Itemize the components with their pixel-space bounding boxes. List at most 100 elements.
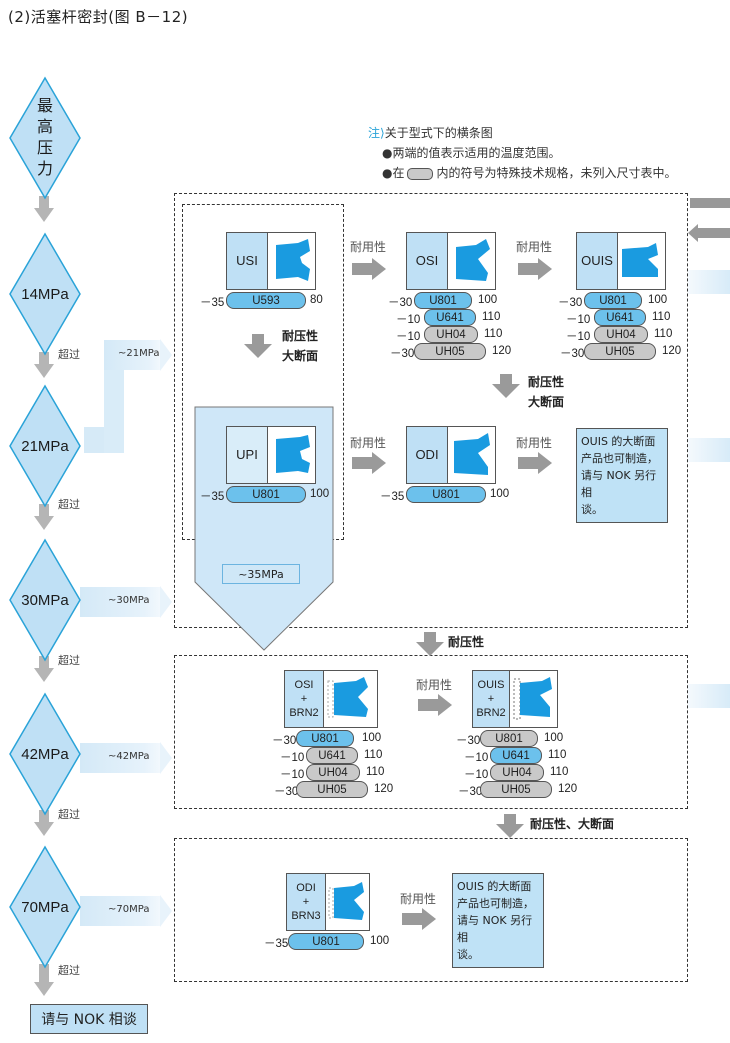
material-bar: U641 [594,309,646,326]
caption-line: 耐压性 [528,375,565,389]
temp-min: －10 [280,752,305,764]
diamond-max-pressure: 最高压力 [8,76,82,200]
temp-max: 110 [366,766,385,778]
right-arrow-icon [402,908,436,930]
diamond-label: 最高压力 [36,98,53,178]
caption-pressure: 耐压性 [448,635,485,649]
consult-nok-box: 请与 NOK 相谈 [30,1004,148,1034]
seal-name-line: BRN2 [476,707,506,719]
seal-name-line: + [302,896,310,908]
down-arrow-icon [244,334,272,358]
temp-max: 120 [662,345,682,357]
diamond-label: 14MPa [21,285,69,303]
temp-min: －30 [272,735,297,747]
seal-ouis-brn2: OUIS+BRN2 [472,670,558,728]
seal-osi-brn2: OSI + BRN2 [284,670,378,728]
caption-durability: 耐用性 [516,240,553,254]
temp-max: 80 [310,294,323,306]
material-bar-special: UH04 [490,764,544,781]
diamond-label: 70MPa [21,898,69,916]
caption-line: 大断面 [528,395,565,409]
note-text-line: OUIS 的大断面 [581,435,656,448]
over-label: 超过 [58,654,80,667]
temp-max: 100 [362,732,382,744]
temp-min: －10 [396,314,421,326]
temp-min: －10 [566,314,591,326]
diamond-label: 30MPa [21,591,69,609]
temp-min: －35 [200,491,225,503]
page-title: (2)活塞杆密封(图 B－12) [8,8,189,26]
temp-max: 100 [310,488,330,500]
temp-max: 110 [652,311,671,323]
temp-max: 110 [484,328,503,340]
temp-min: －10 [396,331,421,343]
material-bar-special: U801 [480,730,538,747]
seal-name: OSI + BRN2 [285,671,324,727]
seal-name: USI [227,233,268,289]
range-label-70: ~70MPa [108,904,150,915]
note-text-line: 请与 NOK 另行相 [457,914,533,944]
material-bar-special: UH04 [424,326,478,343]
seal-name-line: OUIS [477,679,505,691]
temp-max: 120 [374,783,394,795]
temp-min: －30 [456,735,481,747]
temp-min: －35 [200,297,225,309]
material-bar: U641 [424,309,476,326]
material-bar-special: UH04 [306,764,360,781]
note-text-line: 谈。 [581,503,603,516]
temp-max: 100 [544,732,564,744]
diamond-label: 42MPa [21,745,69,763]
note-line2-suffix: 内的符号为特殊技术规格，未列入尺寸表中。 [436,166,677,180]
temp-min: －10 [566,331,591,343]
temp-min: －30 [558,297,583,309]
temp-min: －10 [464,752,489,764]
material-bar: U801 [414,292,472,309]
material-bar: U801 [226,486,306,503]
seal-name: ODI+BRN3 [287,874,326,930]
seal-name: OUIS+BRN2 [473,671,510,727]
legend-note-line-1: ●两端的值表示适用的温度范围。 [382,146,561,160]
seal-upi: UPI [226,426,316,484]
u-seal-profile-icon [454,433,490,475]
temp-max: 110 [548,749,567,761]
range-arrow-tip-70 [160,895,172,927]
pressure-flow-arrows [34,196,54,996]
range-arrow-tip-42 [160,742,172,774]
note-text-line: 请与 NOK 另行相 [581,469,657,499]
range-label-42: ~42MPa [108,751,150,762]
temp-min: －30 [274,786,299,798]
diamond-42mpa: 42MPa [8,692,82,816]
temp-max: 100 [490,488,510,500]
ouis-large-section-note: OUIS 的大断面 产品也可制造， 请与 NOK 另行相 谈。 [576,428,668,523]
diamond-30mpa: 30MPa [8,538,82,662]
right-arrow-icon [518,452,552,474]
u-seal-profile-icon [456,239,490,281]
material-bar: U593 [226,292,306,309]
material-bar-special: UH05 [584,343,656,360]
temp-min: －30 [560,348,585,360]
temp-min: －35 [380,491,405,503]
range-arrow-tip-30 [160,586,172,618]
ouis-large-section-note: OUIS 的大断面 产品也可制造， 请与 NOK 另行相 谈。 [452,873,544,968]
seal-osi: OSI [406,232,496,290]
material-bar: U801 [288,933,364,950]
material-bar-special: UH05 [480,781,552,798]
u-seal-with-backup-ring-icon [327,677,368,718]
note-text-line: 产品也可制造， [581,452,658,465]
diamond-label: 21MPa [21,437,69,455]
over-label: 超过 [58,348,80,361]
seal-name-line: BRN2 [289,707,319,719]
seal-name-line: OSI [294,679,314,691]
u-seal-profile-icon [276,435,310,473]
temp-min: －10 [280,769,305,781]
range-band-30: ~30MPa [80,587,160,617]
material-bar: U801 [406,486,486,503]
group-box-21-35mpa [174,193,688,628]
range-label-30: ~30MPa [108,595,150,606]
group-box-70mpa [174,838,688,982]
over-label: 超过 [58,964,80,977]
material-bar: U801 [296,730,354,747]
special-spec-pill-icon [407,167,434,180]
seal-name-line: + [300,693,308,705]
seal-name: OUIS [577,233,618,289]
